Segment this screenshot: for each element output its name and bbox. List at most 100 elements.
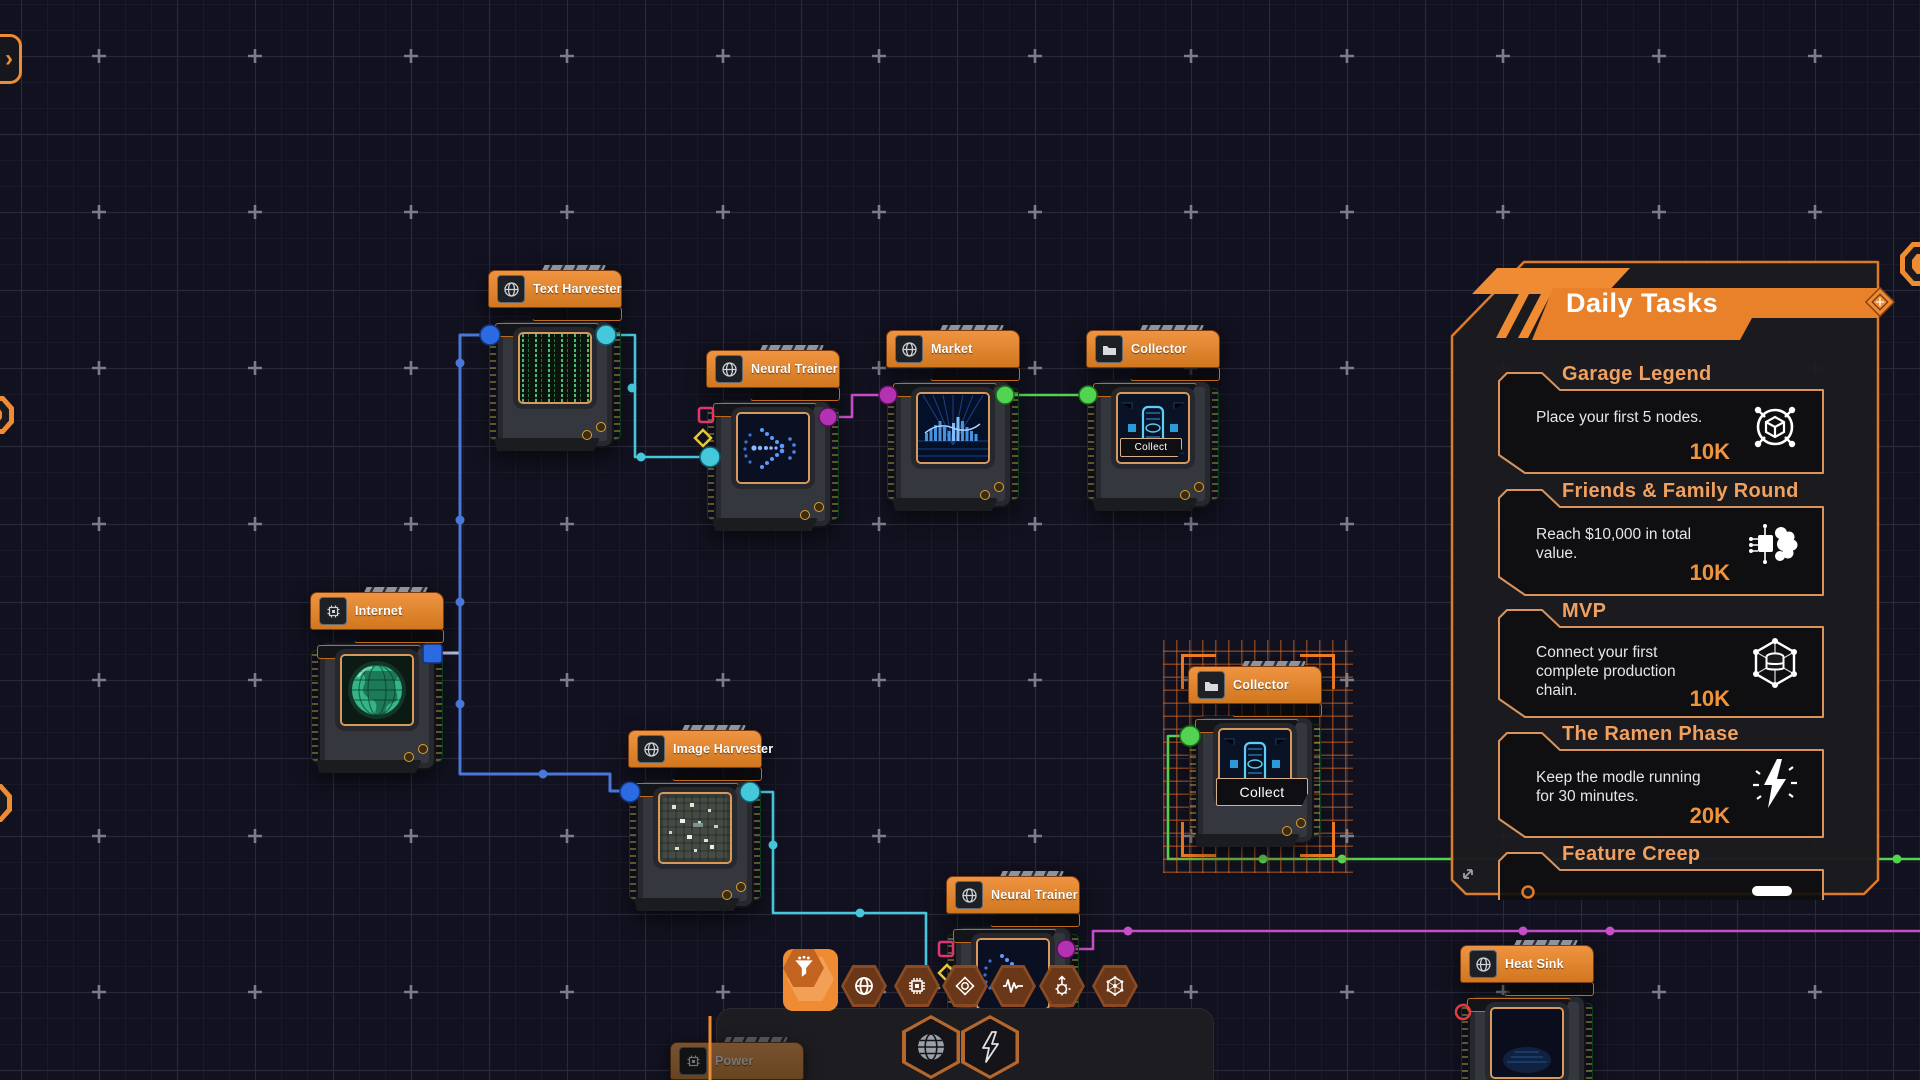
node-foot xyxy=(712,518,818,531)
node-screen xyxy=(518,332,592,404)
brain-chip-icon xyxy=(1749,524,1798,564)
selection-bracket xyxy=(1181,822,1216,857)
node-label: Market xyxy=(931,342,973,356)
octagon-core xyxy=(0,408,2,422)
chevron-right-icon: › xyxy=(5,45,13,72)
tool-cpu[interactable] xyxy=(894,965,940,1007)
screw xyxy=(418,744,428,754)
screw xyxy=(404,752,414,762)
node-neural-trainer[interactable]: Neural Trainer xyxy=(706,345,840,531)
screw xyxy=(1180,490,1190,500)
waveform-icon xyxy=(1003,979,1023,993)
emblem-icon xyxy=(955,976,975,996)
node-header: Internet xyxy=(310,592,444,630)
globe-icon xyxy=(637,735,665,763)
screw xyxy=(722,890,732,900)
collapse-sidebar-button[interactable]: › xyxy=(0,34,22,84)
node-label: Image Harvester xyxy=(673,742,774,756)
funnel-icon xyxy=(794,956,813,977)
selection-bracket xyxy=(1181,654,1216,689)
node-foot xyxy=(634,898,740,911)
tool-waveform[interactable] xyxy=(990,965,1036,1007)
node-label: Internet xyxy=(355,604,403,618)
node-foot xyxy=(1092,498,1198,511)
node-collector-selected[interactable]: Collector Collect xyxy=(1188,661,1322,847)
tool-funnel-active[interactable] xyxy=(783,949,838,1011)
node-header: Power xyxy=(670,1042,804,1080)
screw xyxy=(800,510,810,520)
node-text-harvester[interactable]: Text Harvester xyxy=(488,265,622,451)
collect-button[interactable]: Collect xyxy=(1120,438,1182,457)
node-header: Image Harvester xyxy=(628,730,773,768)
screw xyxy=(596,422,606,432)
node-screen xyxy=(916,392,990,464)
panel-chrome xyxy=(1450,260,1896,941)
pixels-screen xyxy=(660,794,730,862)
chip-icon xyxy=(319,597,347,625)
globe-screen xyxy=(342,656,412,724)
screw xyxy=(1296,818,1306,828)
network-database-icon xyxy=(1753,638,1797,688)
selection-bracket xyxy=(1300,822,1335,857)
hex-face xyxy=(844,968,884,1004)
matrix-screen xyxy=(520,334,590,402)
node-power[interactable]: Power xyxy=(670,1037,804,1080)
edge-resource-octagon[interactable] xyxy=(0,396,14,434)
screw xyxy=(980,490,990,500)
octagon-inner xyxy=(0,401,9,429)
spectrum-screen xyxy=(918,394,988,462)
tool-emblem[interactable] xyxy=(942,965,988,1007)
tool-network[interactable] xyxy=(1092,965,1138,1007)
node-trim xyxy=(930,367,1020,381)
edge-resource-octagon[interactable] xyxy=(0,784,12,822)
dot-arrow-screen xyxy=(738,414,808,482)
node-label: Collector xyxy=(1131,342,1187,356)
dock-globe-button[interactable] xyxy=(902,1015,960,1079)
node-trim xyxy=(1504,982,1594,996)
node-header: Neural Trainer xyxy=(946,876,1080,914)
node-label: Neural Trainer xyxy=(991,888,1078,902)
tool-globe[interactable] xyxy=(841,965,887,1007)
screw xyxy=(1282,826,1292,836)
octagon-core xyxy=(1912,254,1920,274)
node-label: Neural Trainer xyxy=(751,362,838,376)
node-trim xyxy=(672,767,762,781)
globe-icon xyxy=(955,881,983,909)
hex-face xyxy=(897,968,937,1004)
tool-gear-upgrade[interactable] xyxy=(1039,965,1085,1007)
node-internet[interactable]: Internet xyxy=(310,587,444,773)
node-trim xyxy=(532,307,622,321)
screw xyxy=(814,502,824,512)
dark-screen xyxy=(1492,1009,1562,1077)
node-header: Collector xyxy=(1086,330,1220,368)
globe-icon xyxy=(918,1033,944,1061)
globe-icon xyxy=(497,275,525,303)
gear-upgrade-icon xyxy=(1055,975,1071,996)
folder-icon xyxy=(1095,335,1123,363)
edge-resource-octagon[interactable] xyxy=(1900,242,1920,286)
collect-button[interactable]: Collect xyxy=(1216,778,1308,806)
node-screen xyxy=(1490,1007,1564,1079)
node-screen xyxy=(658,792,732,864)
node-label: Text Harvester xyxy=(533,282,622,296)
hex-face xyxy=(964,1018,1016,1076)
expand-icon xyxy=(1463,869,1473,879)
node-collector[interactable]: Collector Collect xyxy=(1086,325,1220,511)
node-trim xyxy=(1130,367,1220,381)
node-header: Market xyxy=(886,330,1020,368)
node-trim xyxy=(750,387,840,401)
folder-icon xyxy=(1197,671,1225,699)
node-heat-sink[interactable]: Heat Sink xyxy=(1460,940,1594,1080)
node-header: Collector xyxy=(1188,666,1322,704)
node-trim xyxy=(354,629,444,643)
node-foot xyxy=(892,498,998,511)
octagon-inner xyxy=(0,789,7,817)
node-label: Heat Sink xyxy=(1505,957,1564,971)
node-market[interactable]: Market xyxy=(886,325,1020,511)
screw xyxy=(582,430,592,440)
hex-face xyxy=(905,1018,957,1076)
node-image-harvester[interactable]: Image Harvester xyxy=(628,725,773,911)
daily-tasks-panel: Daily Tasks Garage Legend Place your fir… xyxy=(1450,240,1920,941)
dock-power-button[interactable] xyxy=(961,1015,1019,1079)
